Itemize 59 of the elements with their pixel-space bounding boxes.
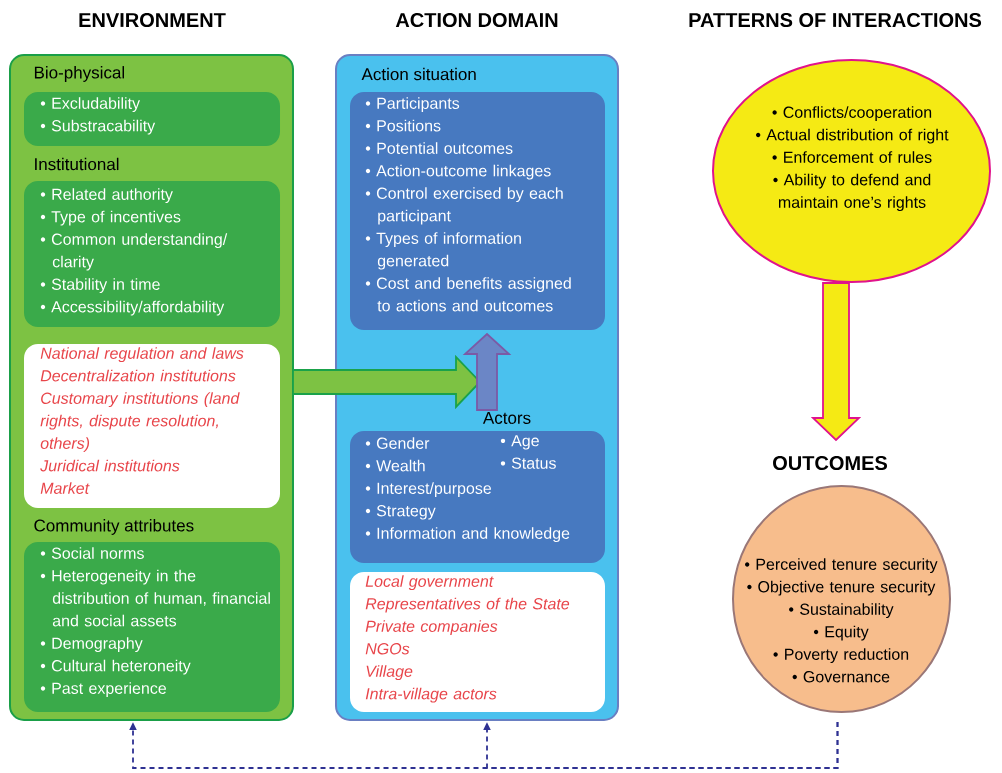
list-item: • Strategy: [365, 505, 436, 520]
section-heading: Bio-physical: [34, 66, 125, 82]
list-item: • Demography: [40, 637, 143, 653]
list-item: • Control exercised by each participant: [365, 187, 563, 225]
list-item: Juridical institutions: [40, 459, 180, 472]
list-item: • Governance: [792, 671, 890, 683]
column-heading: ENVIRONMENT: [79, 12, 226, 28]
list-item: • Potential outcomes: [365, 142, 513, 154]
list-item: • Conflicts/cooperation: [772, 106, 932, 122]
list-item: • Accessibility/affordability: [40, 300, 225, 316]
list-item: • Interest/purpose: [365, 482, 492, 498]
list-item: Customary institutions (land rights, dispute resolution, others): [40, 392, 240, 453]
list-item: • Actual distribution of right: [756, 128, 949, 144]
list-item: • Cultural heteroneity: [40, 659, 191, 675]
section-heading: Community attributes: [34, 519, 194, 535]
list-item: • Positions: [365, 119, 441, 132]
list-item: • Age: [500, 435, 539, 450]
list-item: • Perceived tenure security: [745, 558, 938, 574]
list-item: Representatives of the State: [365, 597, 570, 613]
block-arrow: [462, 332, 512, 411]
list-item: • Poverty reduction: [773, 648, 909, 664]
list-item: Local government: [365, 575, 494, 591]
list-item: Intra-village actors: [365, 687, 497, 703]
list-item: Village: [366, 665, 413, 681]
list-item: • Enforcement of rules: [772, 151, 932, 163]
list-item: Private companies: [365, 620, 498, 636]
list-item: • Equity: [813, 625, 869, 641]
list-item: • Status: [500, 457, 556, 469]
list-item: National regulation and laws: [40, 347, 244, 363]
list-item: • Cost and benefits assigned to actions and outcomes: [365, 277, 571, 312]
list-item: • Related authority: [40, 188, 173, 204]
list-item: • Types of information generated: [365, 232, 521, 270]
list-item: • Objective tenure security: [747, 580, 936, 596]
list-item: • Past experience: [40, 682, 166, 698]
list-item: • Heterogeneity in the distribution of human, financial and social assets: [40, 569, 270, 627]
list-item: NGOs: [365, 643, 410, 655]
list-item: • Substracability: [40, 119, 156, 135]
feedback-arrow: [483, 721, 839, 769]
list-item: • Common understanding/ clarity: [40, 233, 228, 271]
list-item: • Information and knowledge: [365, 527, 570, 543]
list-item: • Participants: [365, 97, 460, 113]
section-heading: Actors: [482, 412, 531, 424]
section-heading: Institutional: [35, 157, 119, 171]
section-heading: Action situation: [361, 67, 476, 81]
list-item: • Excludability: [40, 97, 140, 113]
list-item: • Ability to defend and maintain one’s rights: [773, 173, 931, 212]
list-item: • Gender: [365, 437, 430, 449]
list-item: Market: [40, 482, 90, 494]
list-item: • Action-outcome linkages: [365, 164, 551, 180]
list-item: • Sustainability: [789, 603, 894, 619]
list-item: • Social norms: [40, 547, 144, 559]
column-heading: OUTCOMES: [773, 455, 887, 471]
column-heading: PATTERNS OF INTERACTIONS: [689, 12, 982, 28]
list-item: • Wealth: [365, 459, 425, 472]
list-item: Decentralization institutions: [40, 369, 236, 382]
block-arrow: [810, 282, 862, 442]
list-item: • Stability in time: [40, 278, 160, 294]
column-heading: ACTION DOMAIN: [395, 12, 558, 28]
list-item: • Type of incentives: [40, 210, 181, 226]
